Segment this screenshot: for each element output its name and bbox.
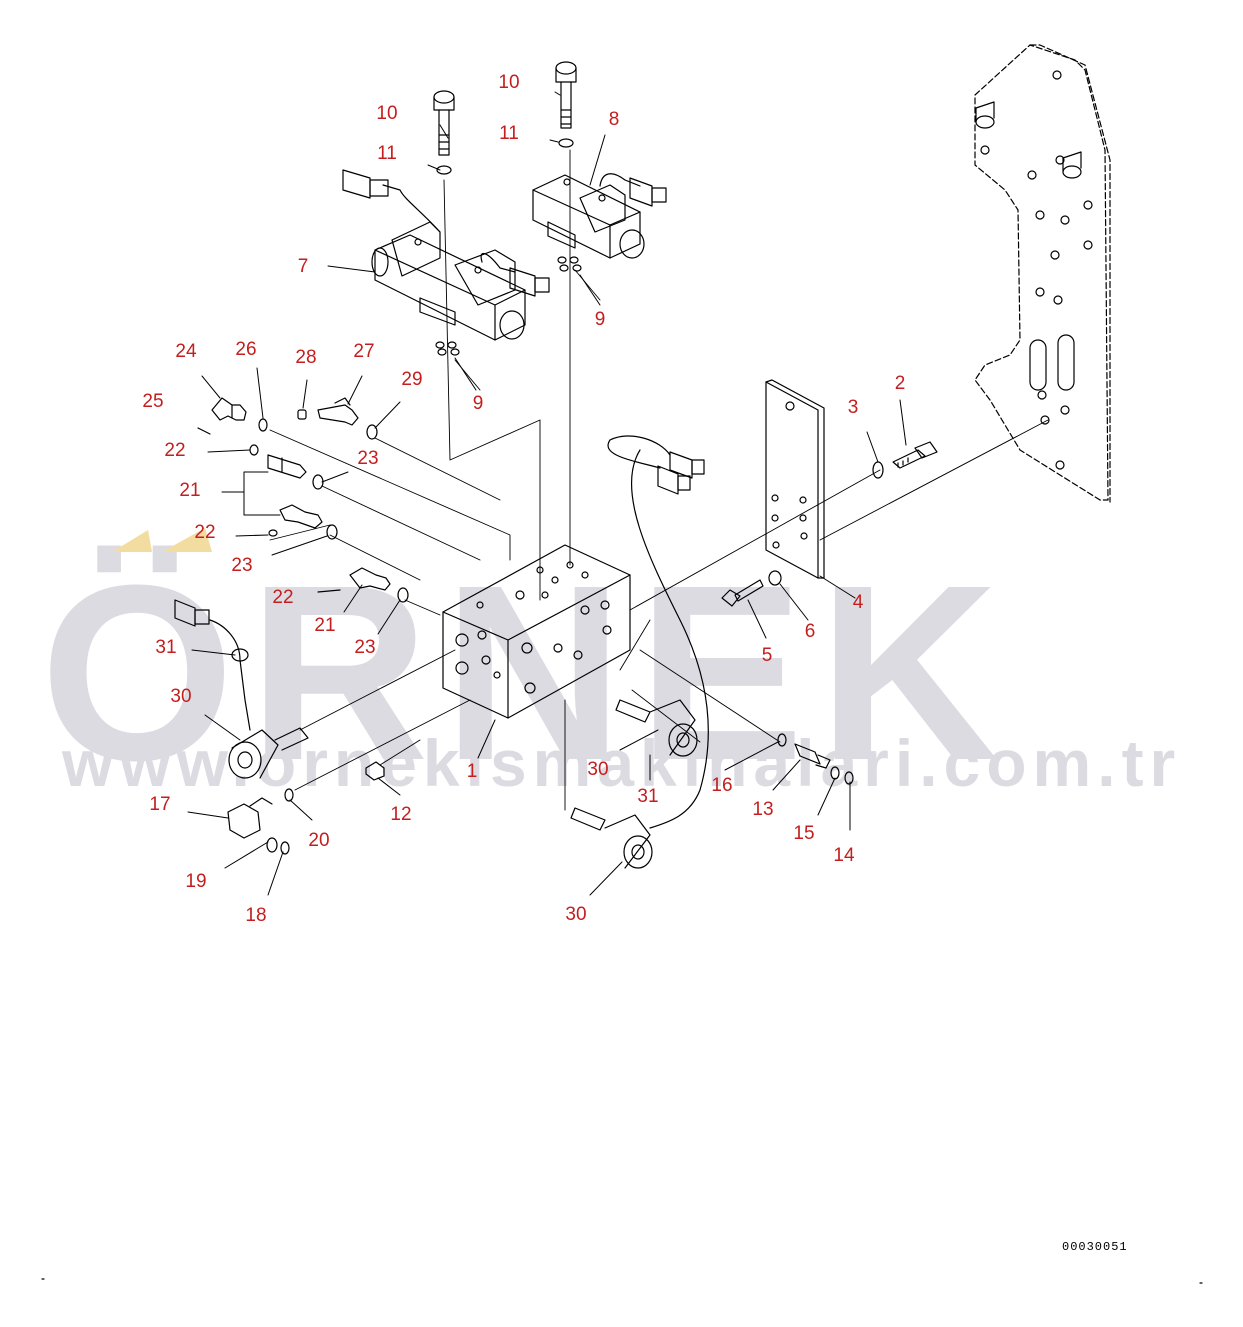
- callout-4: 4: [852, 592, 864, 613]
- connector-harness-a: [657, 465, 691, 495]
- callout-21-top: 21: [179, 480, 201, 501]
- oring-20: [284, 788, 294, 802]
- washer-11b: [558, 138, 574, 148]
- elbow-fitting-24: [211, 397, 247, 421]
- oring-29: [366, 424, 378, 440]
- coil-30c: [570, 807, 653, 869]
- callout-21-bottom: 21: [314, 615, 336, 636]
- callout-3: 3: [847, 397, 859, 418]
- washer-6: [768, 570, 782, 586]
- plug-22b: [268, 529, 278, 537]
- solenoid-valve-7: [371, 184, 526, 341]
- watermark-brand: ÖRNEK: [40, 533, 1013, 812]
- callout-15: 15: [793, 823, 815, 844]
- callout-9-left: 9: [472, 393, 484, 414]
- drawing-code: 00030051: [1062, 1240, 1128, 1254]
- callout-23-top: 23: [357, 448, 379, 469]
- callout-23-middle: 23: [231, 555, 253, 576]
- plug-28: [297, 409, 307, 420]
- washer-11a: [436, 165, 452, 175]
- callout-27: 27: [353, 341, 375, 362]
- oring-23c: [397, 587, 409, 603]
- callout-17: 17: [149, 794, 171, 815]
- callout-22-middle: 22: [194, 522, 216, 543]
- watermark-url: www.ornekismakinalari.com.tr: [62, 726, 1182, 800]
- assembly-lines: [269, 149, 1049, 811]
- callout-25: 25: [142, 391, 164, 412]
- oring-15: [830, 766, 840, 780]
- oring-14: [844, 771, 854, 785]
- washer-3: [872, 461, 884, 479]
- callout-9-right: 9: [594, 309, 606, 330]
- callout-11-left: 11: [377, 143, 397, 164]
- valve-block: [442, 544, 631, 719]
- frame-plate-holes: [975, 70, 1093, 470]
- elbow-fitting-21c: [349, 567, 391, 591]
- callout-1: 1: [466, 761, 478, 782]
- callout-5: 5: [761, 645, 773, 666]
- plug-12: [365, 761, 385, 781]
- callout-26: 26: [235, 339, 257, 360]
- oring-26: [258, 418, 268, 432]
- elbow-fitting-17: [227, 797, 273, 839]
- bolt-5: [721, 579, 764, 607]
- callout-28: 28: [295, 347, 317, 368]
- watermark-accent-left: [112, 530, 152, 552]
- callout-31-right: 31: [637, 786, 659, 807]
- callout-12: 12: [390, 804, 412, 825]
- bolt-2: [892, 441, 938, 469]
- callout-23-bottom: 23: [354, 637, 376, 658]
- coil-30a: [228, 727, 309, 779]
- connector-7b: [509, 267, 550, 297]
- leader-lines: [187, 91, 907, 896]
- watermark-accent-right: [162, 528, 212, 552]
- callout-31-left: 31: [155, 637, 177, 658]
- frame-plate: [974, 44, 1111, 503]
- bolt-10a: [433, 90, 455, 156]
- callout-20: 20: [308, 830, 330, 851]
- plug-25: [197, 427, 211, 435]
- callout-13: 13: [752, 799, 774, 820]
- callout-6: 6: [804, 621, 816, 642]
- callout-29: 29: [401, 369, 423, 390]
- callout-19: 19: [185, 871, 207, 892]
- callout-18: 18: [245, 905, 267, 926]
- oring-23b: [326, 524, 338, 540]
- oring-19: [266, 837, 278, 853]
- callout-11-right: 11: [499, 123, 519, 144]
- callout-30-center: 30: [587, 759, 609, 780]
- callout-8: 8: [608, 109, 620, 130]
- solenoid-valve-8: [532, 173, 645, 259]
- oring-16: [777, 733, 787, 747]
- callout-2: 2: [894, 373, 906, 394]
- callout-7: 7: [297, 256, 309, 277]
- connector-harness-b: [669, 451, 705, 479]
- elbow-fitting-27: [317, 397, 359, 426]
- connector-7a: [342, 169, 389, 199]
- callout-10-left: 10: [376, 103, 398, 124]
- callout-14: 14: [833, 845, 855, 866]
- callout-24: 24: [175, 341, 197, 362]
- straight-fitting-21a: [267, 454, 307, 479]
- connector-8: [629, 177, 667, 207]
- orings-9a: [435, 341, 460, 356]
- plug-22a: [249, 444, 259, 456]
- oring-18: [280, 841, 290, 855]
- elbow-fitting-21b: [279, 504, 323, 529]
- wire-harness: [607, 435, 709, 829]
- callout-22-top: 22: [164, 440, 186, 461]
- fitting-13: [794, 743, 831, 769]
- callout-22-bottom: 22: [272, 587, 294, 608]
- mounting-bracket: [765, 379, 825, 579]
- connector-31a: [174, 599, 251, 731]
- plug-22c: [317, 589, 341, 593]
- orings-9b: [557, 256, 582, 272]
- bolt-10b: [555, 61, 577, 129]
- callout-10-right: 10: [498, 72, 520, 93]
- callout-30-left: 30: [170, 686, 192, 707]
- callout-30-bottom: 30: [565, 904, 587, 925]
- callout-16: 16: [711, 775, 733, 796]
